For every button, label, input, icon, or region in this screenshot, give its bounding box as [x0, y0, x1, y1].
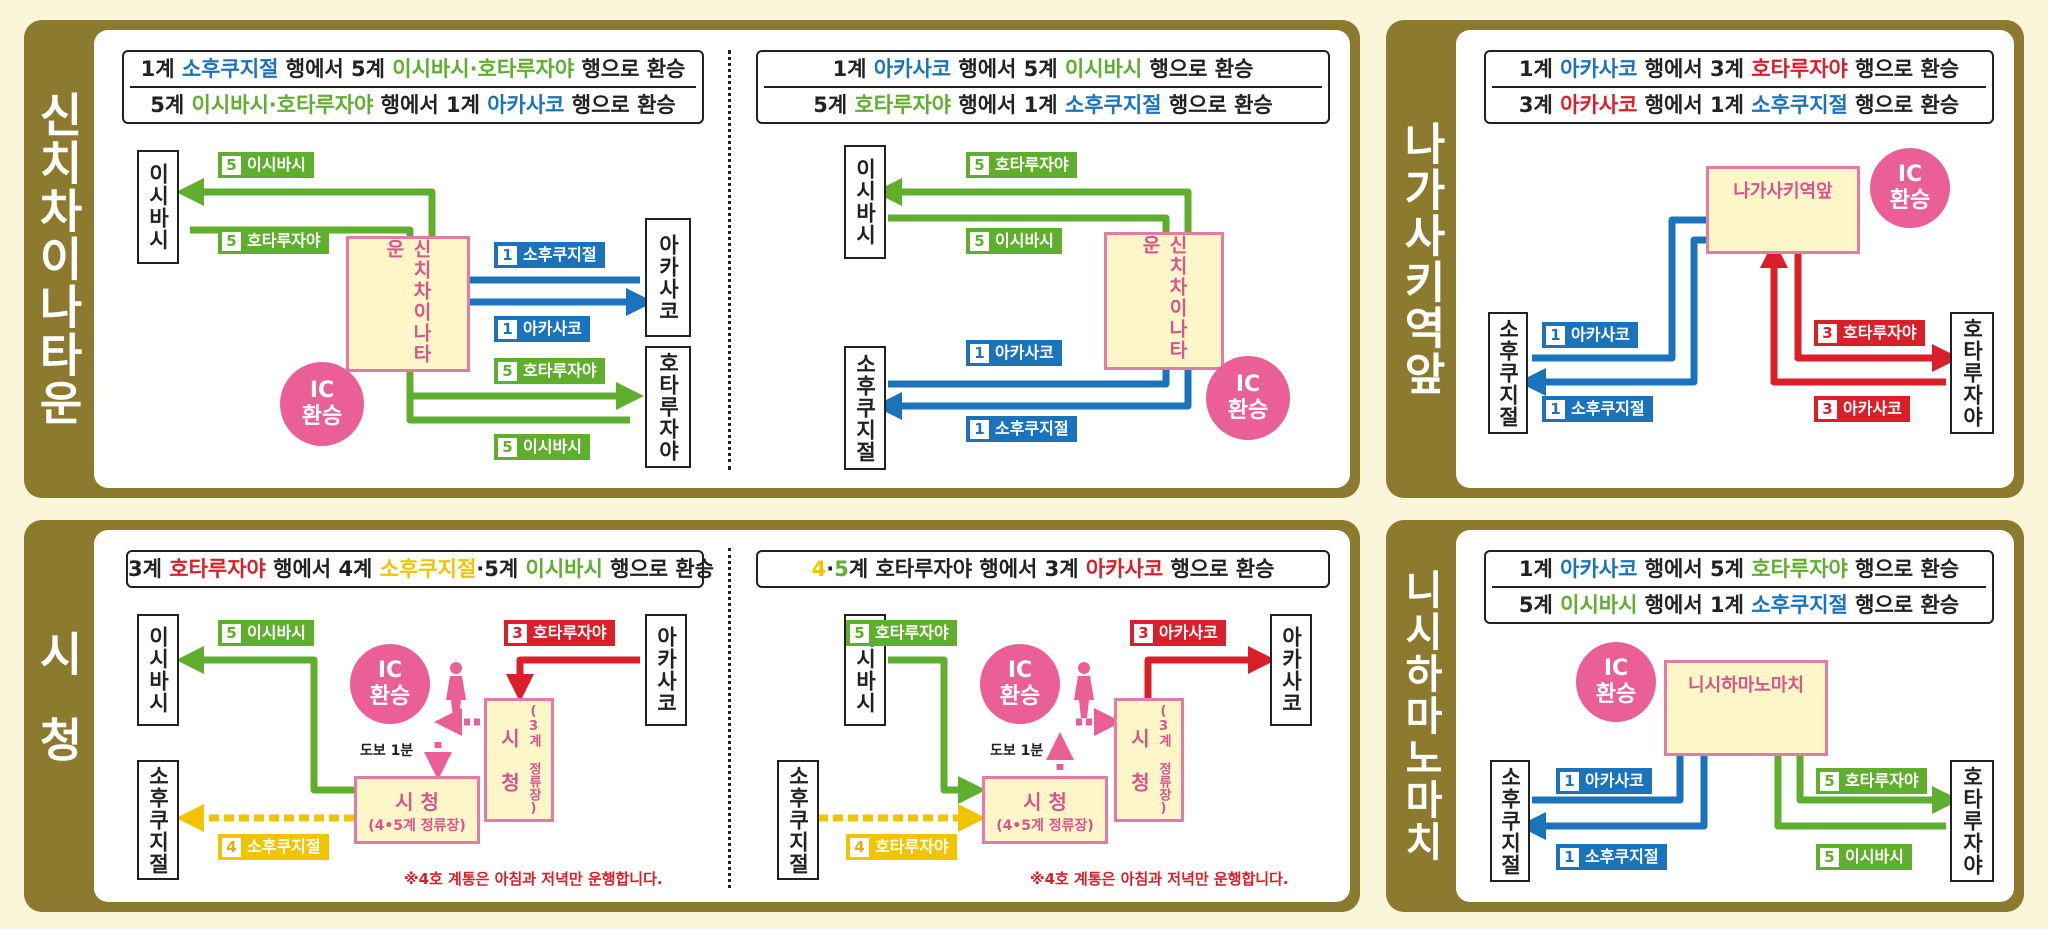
cityhall-left-header: 3계 호타루자야 행에서 4계 소후쿠지절·5계 이시바시 행으로 환승 — [126, 550, 714, 588]
walk-time-label: 도보 1분 — [360, 743, 414, 759]
nagasaki-title: 나가사키역앞 — [1395, 121, 1446, 397]
station-sofukuji: 소후쿠지절 — [1488, 312, 1528, 434]
shinchi-right-header: 1계 아카사코 행에서 5계 이시바시 행으로 환승 5계 호타루자야 행에서 … — [756, 50, 1330, 124]
station-hotarujaya: 호타루자야 — [645, 346, 691, 468]
station-ishibashi: 이시바시 — [844, 145, 886, 259]
divider — [728, 50, 731, 470]
divider — [728, 548, 731, 888]
nishihama-title: 니시하마노마치 — [1397, 569, 1443, 863]
walk-time-label: 도보 1분 — [990, 743, 1044, 759]
station-ishibashi: 이시바시 — [137, 150, 179, 264]
station-ishibashi: 이시바시 — [137, 614, 179, 726]
platform-shinchi: 신치차이나타운 — [1104, 232, 1224, 370]
footnote: ※4호 계통은 아침과 저녁만 운행합니다. — [1030, 870, 1289, 888]
station-akasako: 아카사코 — [645, 218, 691, 337]
nagasaki-header: 1계 아카사코 행에서 3계 호타루자야 행으로 환승 3계 아카사코 행에서 … — [1484, 50, 1994, 124]
platform-cityhall-side: 시 청(3계 정류장) — [1114, 698, 1184, 822]
footnote: ※4호 계통은 아침과 저녁만 운행합니다. — [404, 870, 663, 888]
cityhall-title: 시청 — [31, 630, 85, 802]
station-hotarujaya: 호타루자야 — [1950, 760, 1994, 882]
nishihama-header: 1계 아카사코 행에서 5계 호타루자야 행으로 환승 5계 이시바시 행에서 … — [1484, 550, 1994, 624]
shinchi-left-header: 1계 소후쿠지절 행에서 5계 이시바시·호타루자야 행으로 환승 5계 이시바… — [122, 50, 704, 124]
platform-cityhall-side: 시 청(3계 정류장) — [484, 698, 554, 822]
station-sofukuji: 소후쿠지절 — [844, 346, 886, 470]
platform-cityhall-main: 시 청(4•5계 정류장) — [982, 776, 1108, 844]
platform-nishihama: 니시하마노마치 — [1664, 660, 1828, 756]
pedestrian-icon — [1074, 662, 1094, 718]
station-sofukuji: 소후쿠지절 — [137, 760, 179, 880]
shinchi-title: 신치차이나타운 — [31, 91, 85, 427]
platform-shinchi: 신치차이나타운 — [346, 236, 470, 372]
platform-cityhall-main: 시 청(4•5계 정류장) — [354, 776, 480, 844]
platform-nagasaki: 나가사키역앞 — [1706, 166, 1860, 254]
station-akasako: 아카사코 — [645, 614, 687, 726]
pedestrian-icon — [446, 662, 466, 718]
station-hotarujaya: 호타루자야 — [1950, 312, 1994, 434]
station-sofukuji: 소후쿠지절 — [1490, 760, 1530, 882]
station-sofukuji: 소후쿠지절 — [777, 760, 819, 880]
station-akasako: 아카사코 — [1270, 614, 1312, 726]
cityhall-right-header: 4·5계 호타루자야 행에서 3계 아카사코 행으로 환승 — [756, 550, 1330, 588]
